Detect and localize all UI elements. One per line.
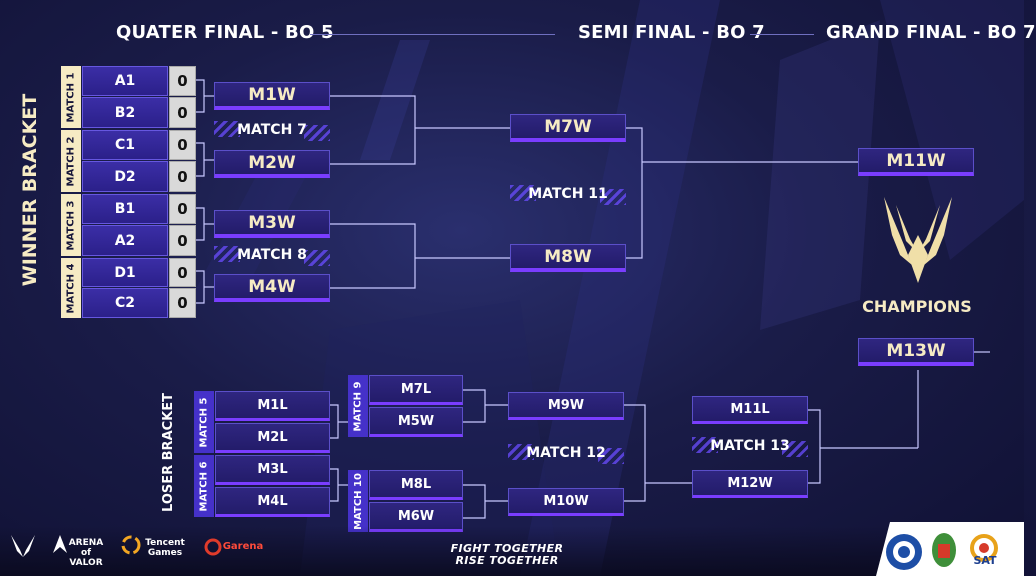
slot-m10w[interactable]: M10W xyxy=(508,488,624,516)
team-a1[interactable]: A1 xyxy=(82,66,168,96)
loser-bracket-title: LOSER BRACKET xyxy=(160,392,176,512)
slot-m3w[interactable]: M3W xyxy=(214,210,330,238)
team-a2[interactable]: A2 xyxy=(82,225,168,256)
slot-m3l[interactable]: M3L xyxy=(215,455,330,485)
match-10-label: MATCH 10 xyxy=(348,470,368,532)
slot-m1w[interactable]: M1W xyxy=(214,82,330,110)
slot-m11l[interactable]: M11L xyxy=(692,396,808,424)
team-d1[interactable]: D1 xyxy=(82,258,168,287)
match-3-label: MATCH 3 xyxy=(61,194,81,256)
champion-wings-icon xyxy=(884,197,952,283)
arena-of-valor-logo-icon xyxy=(53,535,67,553)
match-9-label: MATCH 9 xyxy=(348,375,368,437)
slot-m8l[interactable]: M8L xyxy=(369,470,463,500)
stage-title-semi: SEMI FINAL - BO 7 xyxy=(578,22,765,43)
score-d1: 0 xyxy=(169,258,196,287)
sponsor-bar xyxy=(0,526,1024,576)
score-b2: 0 xyxy=(169,97,196,128)
score-d2: 0 xyxy=(169,161,196,192)
match-4-label: MATCH 4 xyxy=(61,258,81,318)
slogan-line-2: RISE TOGETHER xyxy=(455,554,559,567)
slot-m11w[interactable]: M11W xyxy=(858,148,974,176)
slot-m4l[interactable]: M4L xyxy=(215,487,330,517)
score-a1: 0 xyxy=(169,66,196,96)
match-7-label: MATCH 7 xyxy=(214,118,330,142)
title-divider xyxy=(310,34,555,35)
match-2-label: MATCH 2 xyxy=(61,130,81,192)
match-8-label: MATCH 8 xyxy=(214,243,330,267)
score-a2: 0 xyxy=(169,225,196,256)
team-b1[interactable]: B1 xyxy=(82,194,168,224)
champions-label: CHAMPIONS xyxy=(862,297,972,316)
slot-m12w[interactable]: M12W xyxy=(692,470,808,498)
slot-m8w[interactable]: M8W xyxy=(510,244,626,272)
score-c2: 0 xyxy=(169,288,196,318)
slogan-line-1: FIGHT TOGETHER xyxy=(450,542,564,555)
slot-m2l[interactable]: M2L xyxy=(215,423,330,453)
match-11-label: MATCH 11 xyxy=(510,182,626,206)
arena-of-valor-logo: ARENA of VALOR xyxy=(68,538,104,568)
tencent-games-logo: Tencent Games xyxy=(145,538,185,558)
match-12-label: MATCH 12 xyxy=(508,441,624,465)
match-6-label: MATCH 6 xyxy=(194,455,214,517)
garena-logo-icon xyxy=(204,538,222,556)
slot-m13w[interactable]: M13W xyxy=(858,338,974,366)
team-d2[interactable]: D2 xyxy=(82,161,168,192)
score-b1: 0 xyxy=(169,194,196,224)
stage-title-grand: GRAND FINAL - BO 7 xyxy=(826,22,1036,43)
slot-m9w[interactable]: M9W xyxy=(508,392,624,420)
match-1-label: MATCH 1 xyxy=(61,66,81,128)
sat-logo: SAT xyxy=(973,554,997,567)
partner-emblem-icon xyxy=(886,533,998,570)
tencent-logo-icon xyxy=(121,535,141,555)
slot-m7l[interactable]: M7L xyxy=(369,375,463,405)
team-b2[interactable]: B2 xyxy=(82,97,168,128)
match-5-label: MATCH 5 xyxy=(194,391,214,453)
slot-m1l[interactable]: M1L xyxy=(215,391,330,421)
slot-m7w[interactable]: M7W xyxy=(510,114,626,142)
match-13-label: MATCH 13 xyxy=(692,434,808,458)
slot-m2w[interactable]: M2W xyxy=(214,150,330,178)
title-divider xyxy=(750,34,814,35)
score-c1: 0 xyxy=(169,130,196,160)
stage-title-quarter: QUATER FINAL - BO 5 xyxy=(116,22,334,43)
slot-m5w[interactable]: M5W xyxy=(369,407,463,437)
slogan: FIGHT TOGETHER RISE TOGETHER xyxy=(432,543,582,567)
garena-logo: Garena xyxy=(222,541,264,552)
team-c2[interactable]: C2 xyxy=(82,288,168,318)
wings-logo-icon xyxy=(11,535,35,557)
slot-m4w[interactable]: M4W xyxy=(214,274,330,302)
team-c1[interactable]: C1 xyxy=(82,130,168,160)
